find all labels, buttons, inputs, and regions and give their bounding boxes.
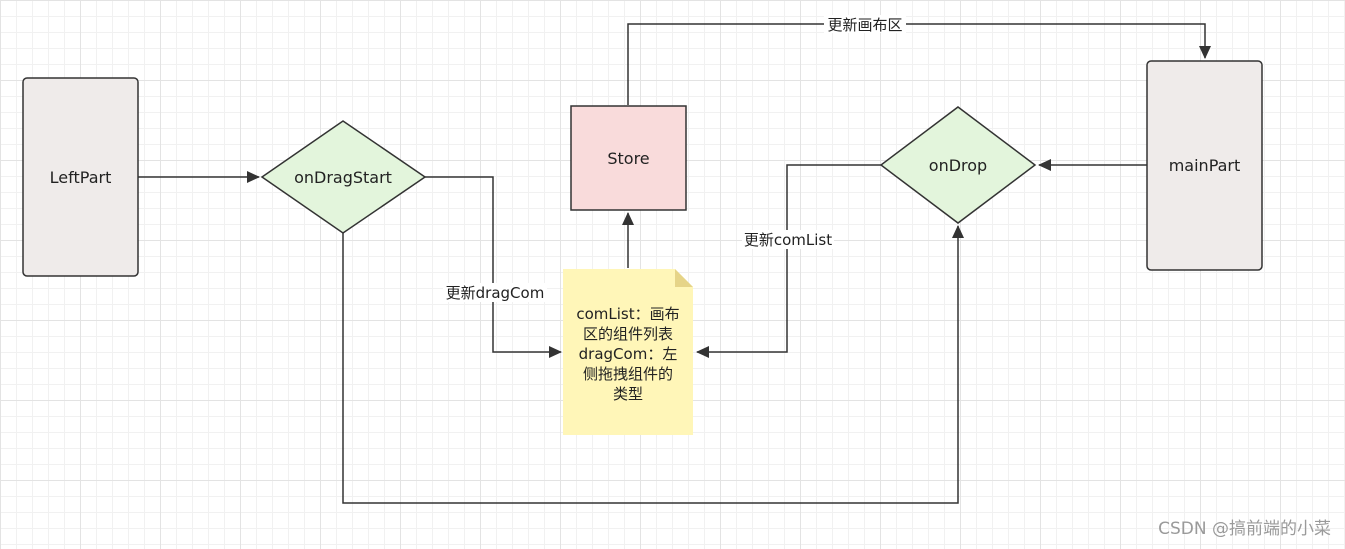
ondragstart-label: onDragStart [294, 168, 392, 187]
node-ondragstart[interactable]: onDragStart [260, 120, 427, 234]
edge-label-bg [824, 15, 906, 33]
note-line-2: 区的组件列表 [583, 325, 673, 343]
edge-store-to-mainpart [627, 23, 1211, 105]
mainpart-box [1146, 60, 1263, 271]
mainpart-label: mainPart [1169, 156, 1241, 175]
leftpart-label: LeftPart [50, 168, 112, 187]
watermark: CSDN @搞前端的小菜 [1158, 519, 1331, 539]
node-mainpart[interactable]: mainPart [1146, 60, 1263, 271]
store-box [570, 105, 687, 211]
edge-label-update-comlist: 更新comList [744, 231, 832, 249]
node-store[interactable]: Store [570, 105, 687, 211]
store-label: Store [607, 149, 649, 168]
note-line-1: comList：画布 [576, 305, 679, 323]
edge-ondrop-to-note [696, 164, 881, 358]
edge-label-update-canvas: 更新画布区 [827, 16, 902, 34]
note-line-5: 类型 [613, 385, 643, 403]
note-fold [675, 269, 693, 287]
node-leftpart[interactable]: LeftPart [22, 77, 139, 277]
ondrop-diamond [879, 106, 1037, 224]
edge-label-update-dragcom: 更新dragCom [446, 284, 545, 302]
edge-label-bg [443, 283, 547, 302]
ondragstart-diamond [260, 120, 427, 234]
leftpart-box [22, 77, 139, 277]
ondrop-label: onDrop [929, 156, 987, 175]
connectors [138, 23, 1211, 504]
note-state[interactable]: comList：画布 区的组件列表 dragCom：左 侧拖拽组件的 类型 [563, 269, 693, 435]
note-line-4: 侧拖拽组件的 [583, 365, 673, 383]
note-body [563, 269, 693, 435]
node-ondrop[interactable]: onDrop [879, 106, 1037, 224]
note-line-3: dragCom：左 [579, 345, 678, 363]
edge-label-bg [742, 230, 834, 249]
edge-ondragstart-to-ondrop [342, 225, 964, 504]
edge-ondragstart-to-note [424, 176, 562, 358]
